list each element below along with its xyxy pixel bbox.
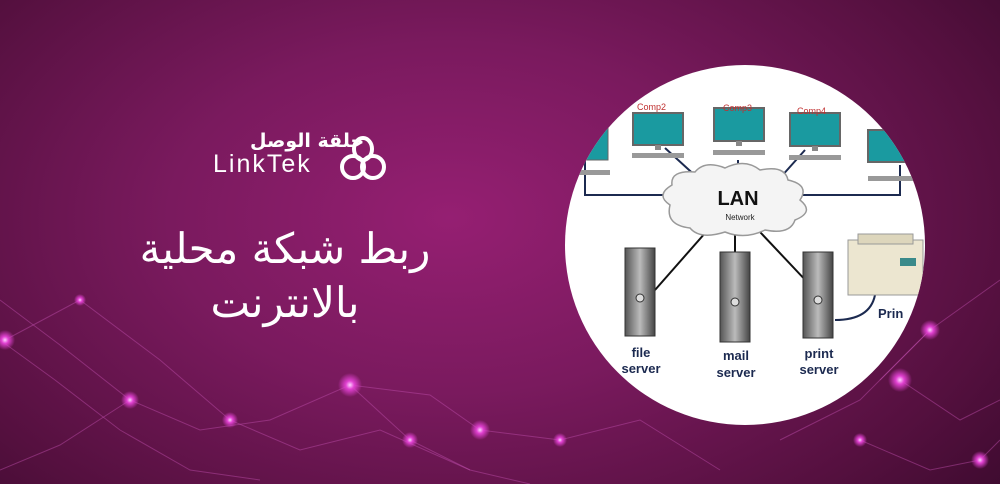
label-mail-server-2: server <box>716 365 755 380</box>
glow-nodes <box>0 294 989 469</box>
headline-line-2: بالانترنت <box>210 278 360 327</box>
label-printer: Prin <box>878 306 903 321</box>
server-icon-file <box>624 247 656 337</box>
printer-icon <box>847 233 924 296</box>
logo-arabic-text: حلقة الوصل <box>250 130 365 152</box>
label-print-server-2: server <box>799 362 838 377</box>
label-print-server-1: print <box>805 346 835 361</box>
label-comp2: Comp2 <box>637 102 666 112</box>
headline-line-1: ربط شبكة محلية <box>139 224 431 273</box>
computer-comp2 <box>632 112 684 158</box>
cloud-title: LAN <box>717 188 758 210</box>
label-mail-server-1: mail <box>723 348 749 363</box>
servers <box>624 247 834 343</box>
label-comp3: Comp3 <box>723 103 752 113</box>
server-icon-print <box>802 251 834 339</box>
linktek-logo: حلقة الوصل LinkTek <box>210 130 390 185</box>
label-comp4: Comp4 <box>797 106 826 116</box>
chain-link-icon <box>340 136 386 180</box>
label-file-server-1: file <box>632 345 651 360</box>
computer-comp3 <box>713 107 765 155</box>
lan-cloud-icon <box>662 162 808 237</box>
label-file-server-2: server <box>621 361 660 376</box>
logo-english-text: LinkTek <box>213 150 312 178</box>
cloud-subtitle: Network <box>725 213 755 222</box>
page-headline: ربط شبكة محلية بالانترنت <box>120 222 450 330</box>
computer-comp4 <box>789 112 841 160</box>
server-icon-mail <box>719 251 751 343</box>
